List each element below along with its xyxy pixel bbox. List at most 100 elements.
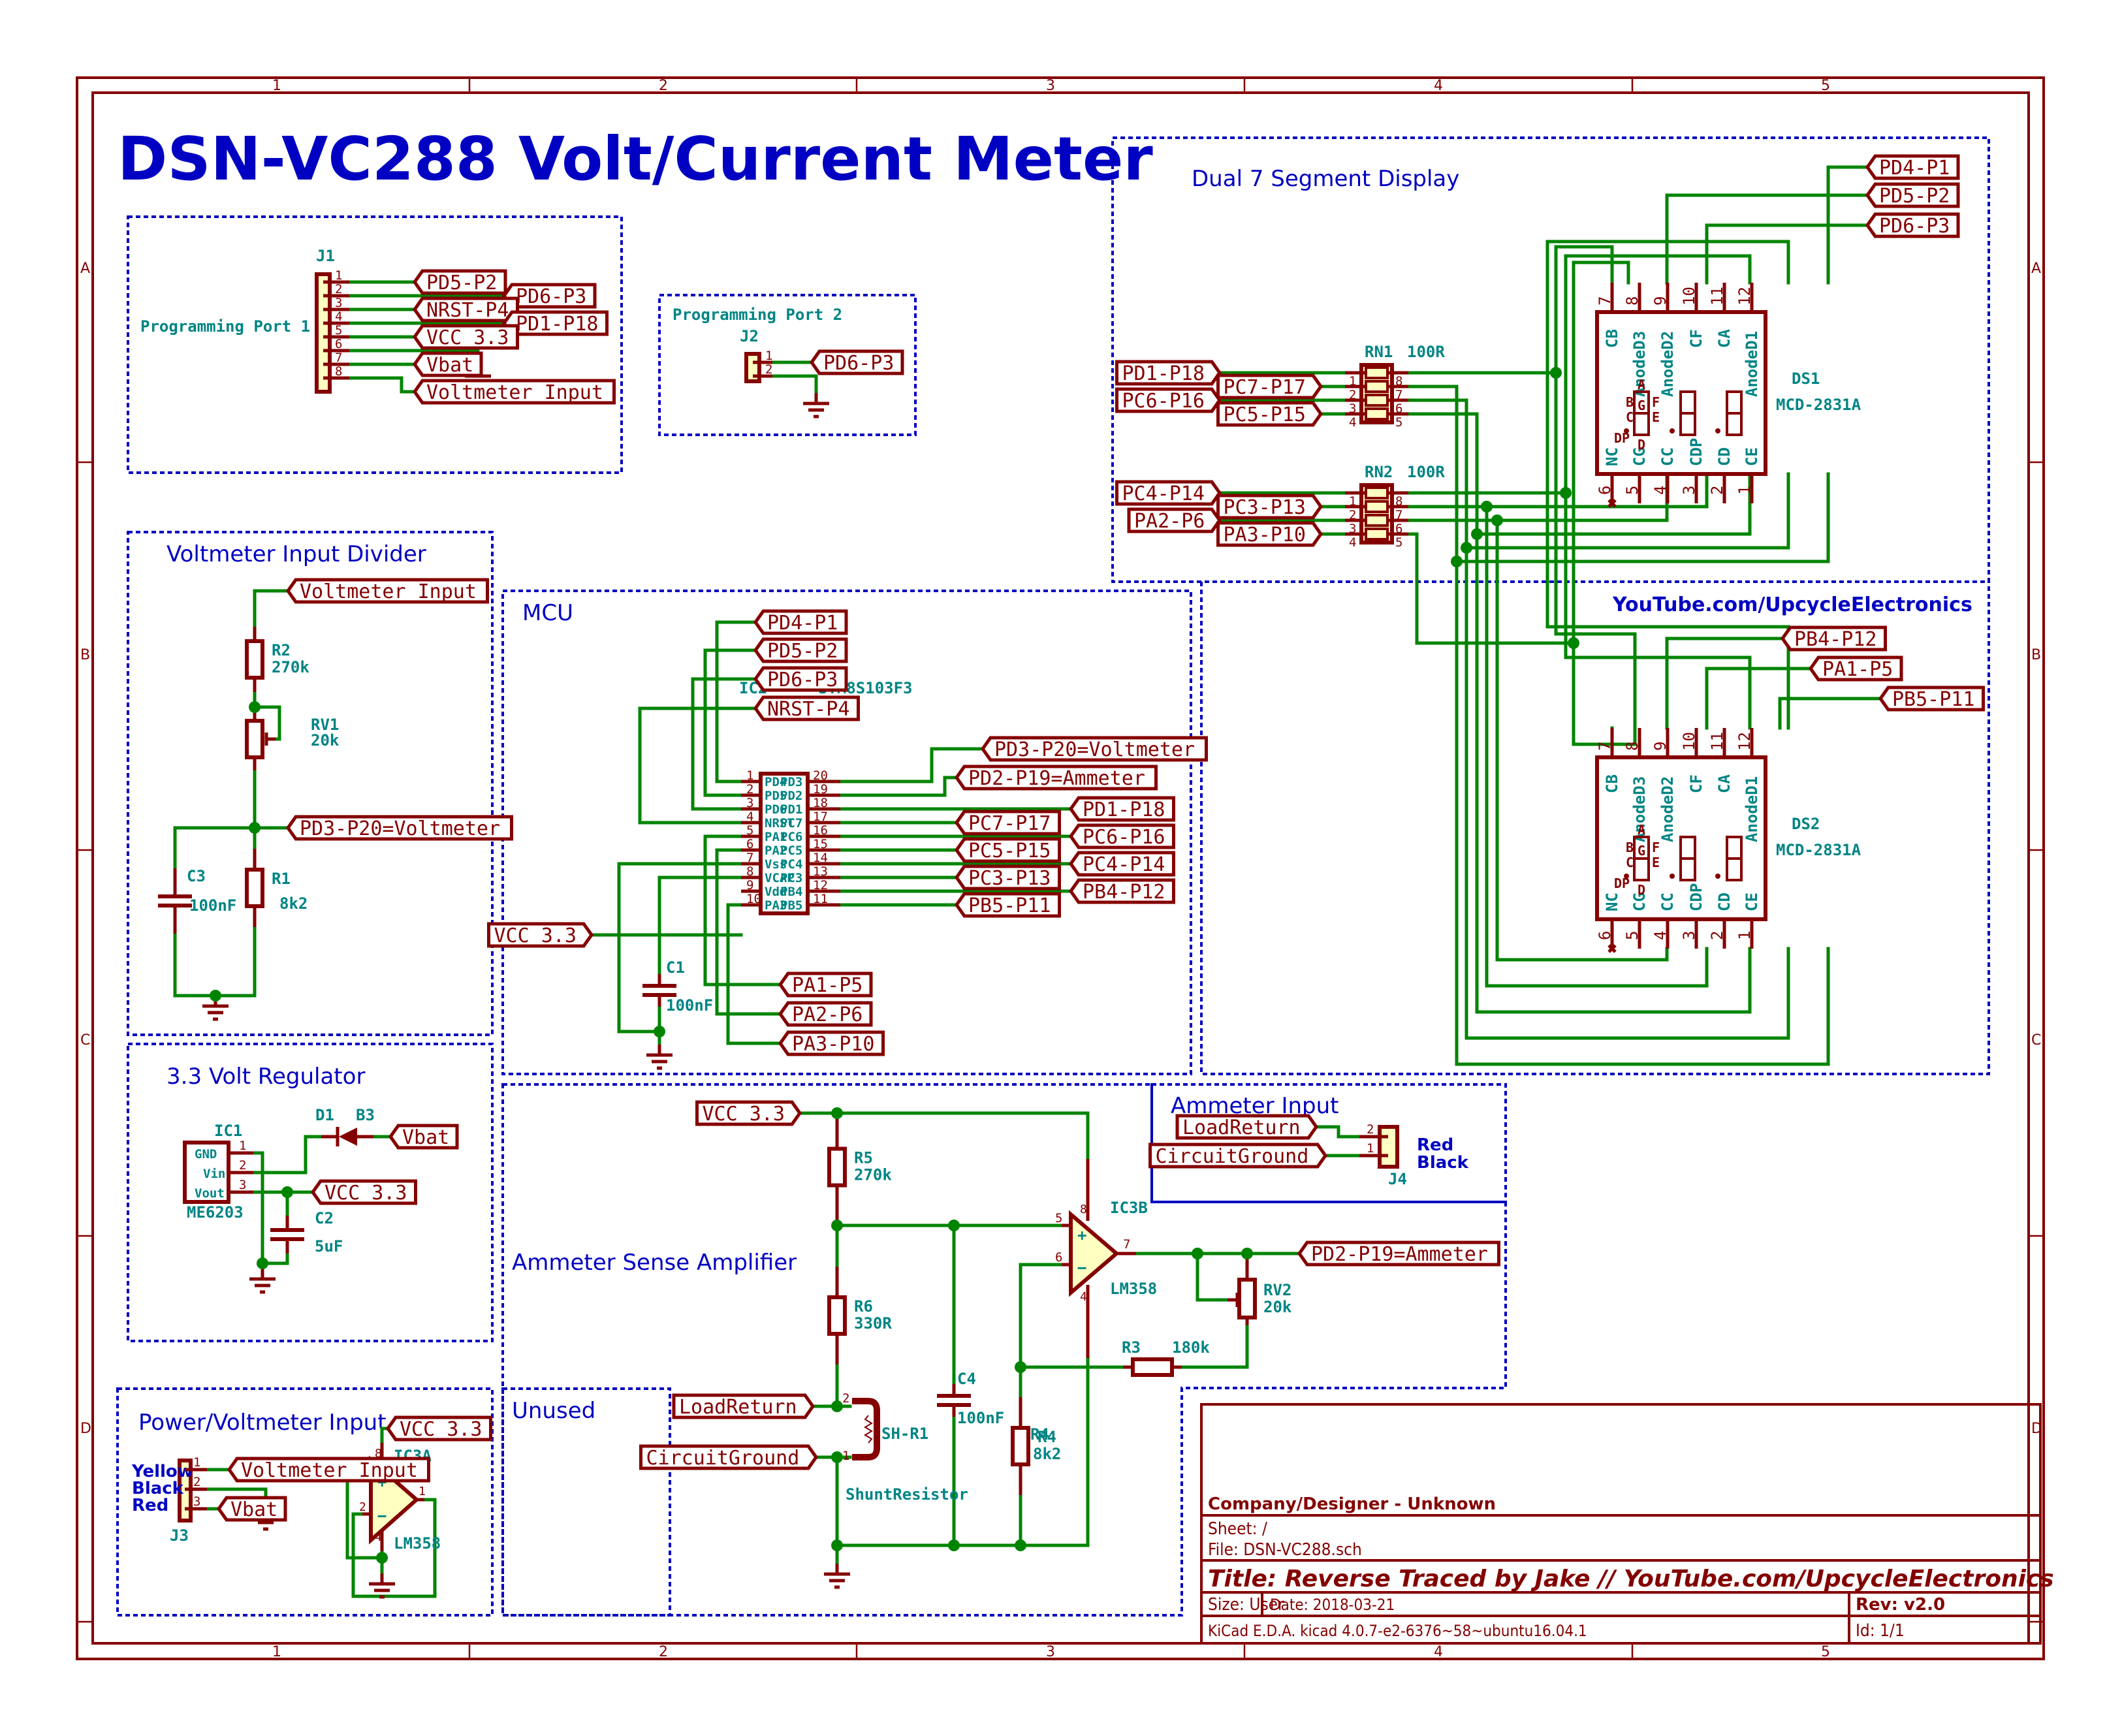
wire bbox=[1019, 1263, 1064, 1272]
pin-number: 12 bbox=[1735, 287, 1754, 306]
pin-number: 9 bbox=[1651, 742, 1670, 751]
net-label-text: PD3-P20=Voltmeter bbox=[300, 817, 500, 840]
junction-dot bbox=[1015, 1539, 1026, 1551]
pin-number: 11 bbox=[1708, 287, 1726, 306]
ic-ref: IC1 bbox=[214, 1122, 242, 1140]
pot-body bbox=[1237, 1278, 1257, 1319]
section-unused bbox=[501, 1387, 671, 1617]
net-label-outline bbox=[753, 666, 848, 692]
label-rn2-input: PC3-P13 bbox=[1216, 494, 1323, 520]
segment-label-d: D bbox=[1638, 437, 1645, 452]
pin-number: 10 bbox=[1680, 287, 1698, 306]
segment-label-c: C bbox=[1626, 855, 1634, 870]
segment-label-g: G bbox=[1638, 398, 1645, 413]
net-label-text: PB4-P12 bbox=[1794, 628, 1877, 651]
pin-name: CF bbox=[1687, 774, 1705, 793]
pin-number: 7 bbox=[1596, 296, 1614, 306]
opamp-body bbox=[1069, 1210, 1120, 1297]
net-label-text: PC5-P15 bbox=[968, 840, 1051, 862]
pin-number: 1 bbox=[1735, 931, 1754, 940]
junction-dot bbox=[376, 1552, 388, 1564]
wire bbox=[1406, 385, 1830, 1066]
label-pd6-p3: PD6-P3 bbox=[809, 349, 904, 375]
pot-ref: RV2 bbox=[1263, 1281, 1291, 1299]
pin-number: 20 bbox=[813, 768, 828, 783]
wire bbox=[1406, 472, 1669, 522]
net-label-outline bbox=[1148, 1143, 1328, 1169]
net-label-outline bbox=[778, 1030, 885, 1056]
pin-name: Vdd bbox=[765, 885, 787, 899]
net-label-outline bbox=[1068, 851, 1175, 877]
junction-dot bbox=[1241, 1248, 1253, 1259]
pin-name: AnodeD3 bbox=[1630, 331, 1649, 397]
pin-number: 10 bbox=[1680, 732, 1698, 751]
wire bbox=[1495, 518, 1669, 962]
pin-name: CC bbox=[1658, 447, 1677, 466]
junction-dot bbox=[249, 701, 261, 713]
wire bbox=[1406, 398, 1790, 1040]
pin-name: PD6 bbox=[765, 802, 787, 817]
segment-label-b: B bbox=[1626, 394, 1634, 410]
net-label-text: VCC_3.3 bbox=[494, 924, 577, 947]
net-label-outline bbox=[412, 351, 483, 377]
pin-number: 15 bbox=[813, 837, 828, 851]
pin-name: CB bbox=[1603, 329, 1621, 348]
opamp-value: LM358 bbox=[1110, 1280, 1157, 1298]
pin-number: 2 bbox=[746, 782, 753, 797]
pin-number: 5 bbox=[335, 323, 342, 338]
pin-name: CG bbox=[1630, 447, 1649, 466]
label-mcu-top: PD4-P1 bbox=[753, 609, 848, 635]
grid-column-label: 3 bbox=[1046, 1644, 1055, 1660]
net-label-text: PA2-P6 bbox=[1134, 510, 1205, 533]
net-label-text: PD6-P3 bbox=[823, 352, 894, 375]
pin-number: 8 bbox=[375, 1447, 382, 1460]
label-pd2-p19: PD2-P19=Ammeter bbox=[954, 765, 1158, 791]
label-rn2-input: PA3-P10 bbox=[1216, 521, 1323, 547]
capacitor-value: 5uF bbox=[315, 1237, 343, 1255]
net-label-outline bbox=[412, 269, 507, 295]
wire bbox=[838, 747, 985, 783]
net-label-text: PD6-P3 bbox=[1879, 215, 1950, 238]
wire bbox=[347, 376, 417, 394]
pin-number: 8 bbox=[746, 864, 753, 879]
section-voltmeter-divider bbox=[127, 531, 494, 1036]
label-mcu-top: NRST-P4 bbox=[753, 695, 860, 721]
connector-body bbox=[1378, 1125, 1399, 1169]
label-vcc: VCC_3.3 bbox=[487, 922, 594, 948]
label-vcc: VCC_3.3 bbox=[412, 324, 519, 350]
title-block: Company/Designer - Unknown Sheet: / File… bbox=[1200, 1403, 2054, 1645]
wire-color-label: Red bbox=[1417, 1135, 1453, 1155]
pin-name: PA3 bbox=[765, 898, 787, 913]
pin-number: 1 bbox=[1367, 1141, 1374, 1156]
resistor-ref: R5 bbox=[854, 1149, 873, 1167]
grid-row-label: C bbox=[2031, 1032, 2041, 1049]
label-voltmeter-input: Voltmeter_Input bbox=[227, 1457, 430, 1483]
net-label-outline bbox=[487, 922, 594, 948]
pin-number: 4 bbox=[335, 309, 342, 324]
shunt-value: ShuntResistor bbox=[846, 1485, 968, 1504]
net-label-outline bbox=[412, 296, 519, 323]
pin-number: 19 bbox=[813, 782, 828, 797]
net-label-text: PC7-P17 bbox=[1224, 376, 1306, 399]
net-label-text: PA3-P10 bbox=[792, 1033, 874, 1056]
wire bbox=[251, 1151, 264, 1270]
net-label-outline bbox=[1216, 401, 1323, 427]
pin-number: 8 bbox=[1395, 374, 1402, 388]
resistor-ref: R4 bbox=[1030, 1425, 1049, 1444]
net-label-text: CircuitGround bbox=[1156, 1145, 1309, 1168]
label-rn1-input: PC5-P15 bbox=[1216, 401, 1323, 427]
grid-row-label: A bbox=[80, 260, 90, 277]
pin-name: CDP bbox=[1687, 883, 1705, 911]
net-label-outline bbox=[1068, 796, 1175, 822]
display-ref: DS2 bbox=[1792, 815, 1820, 833]
pin-name: Vout bbox=[195, 1186, 225, 1201]
label-rn1-input: PC6-P16 bbox=[1115, 387, 1222, 413]
net-label-text: PC3-P13 bbox=[968, 867, 1051, 890]
segment-label-c: C bbox=[1626, 409, 1634, 425]
opamp-minus: − bbox=[377, 1507, 387, 1525]
segment-label-f: F bbox=[1652, 840, 1660, 855]
opamp-plus: + bbox=[1077, 1226, 1086, 1244]
net-label-text: PD4-P1 bbox=[767, 612, 838, 635]
grid-column-label: 4 bbox=[1434, 1644, 1443, 1660]
